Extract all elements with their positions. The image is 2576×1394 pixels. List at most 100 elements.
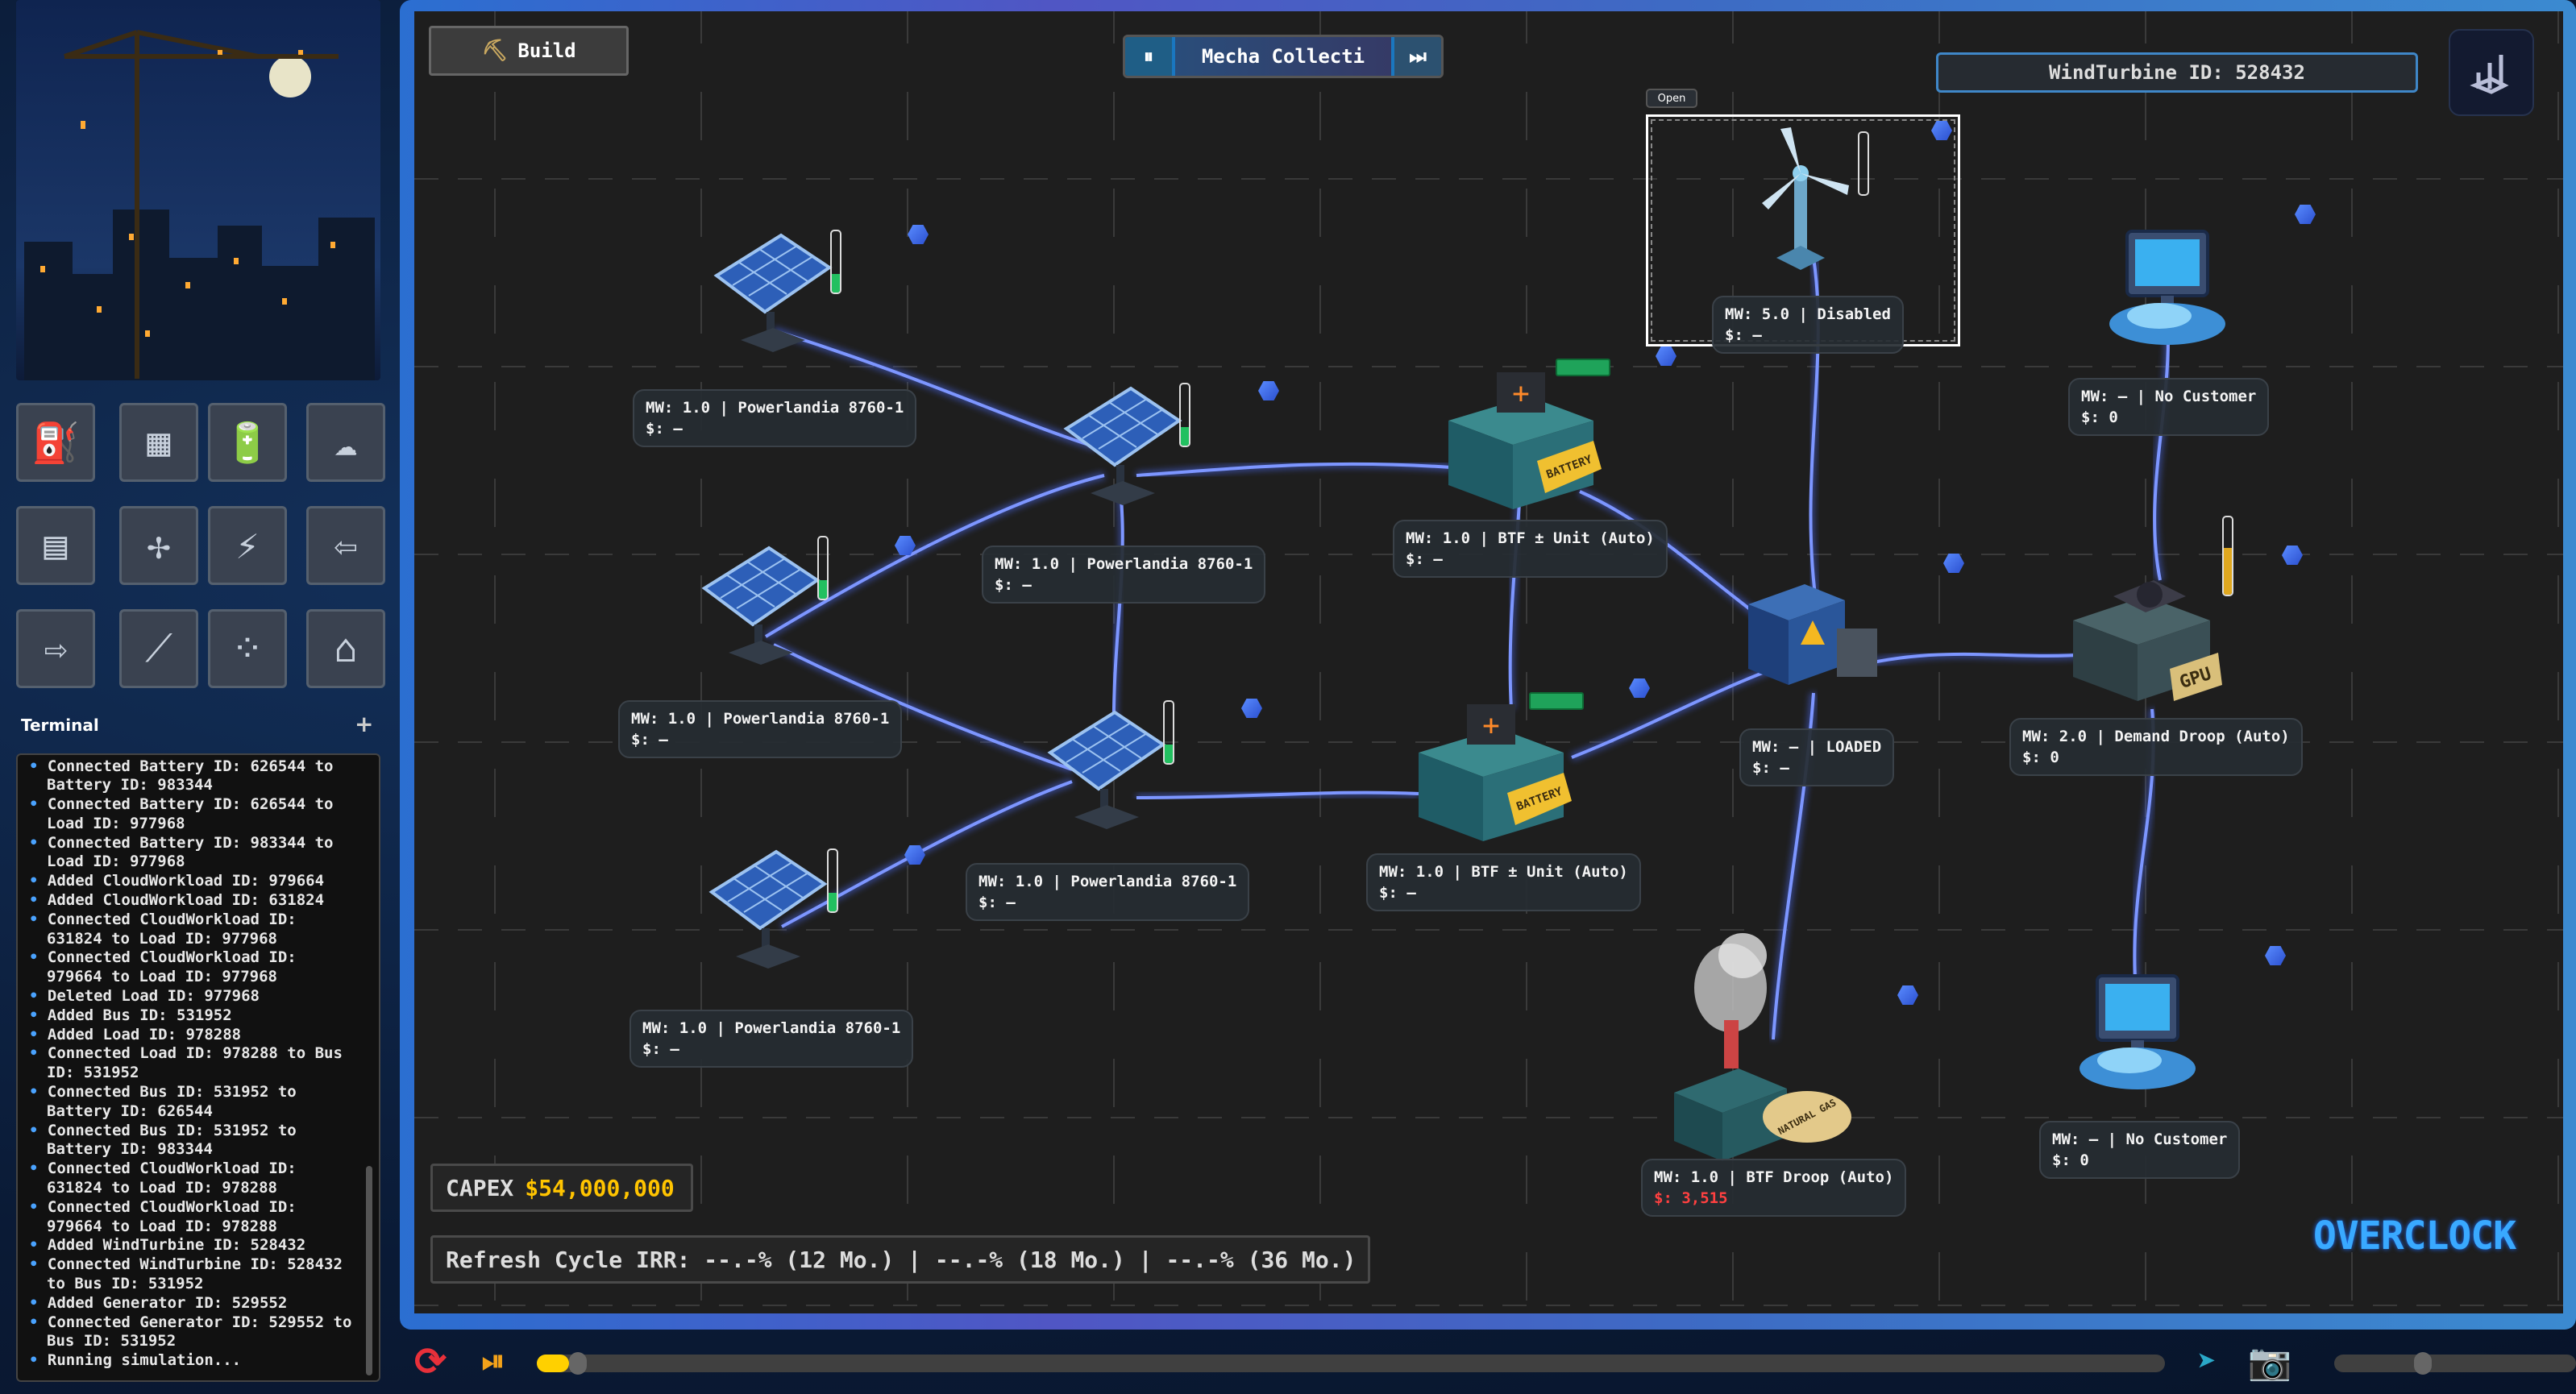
battery2-label: MW: 1.0 | BTF ± Unit (Auto) $: –	[1366, 853, 1641, 911]
node-revenue: $: 3,515	[1654, 1189, 1728, 1207]
wire[interactable]	[1571, 667, 1774, 759]
node-revenue: $: –	[1379, 884, 1416, 902]
terminal-title: Terminal	[21, 716, 99, 735]
terminal-line: • Running simulation...	[29, 1351, 242, 1370]
capex-display: CAPEX $54,000,000	[430, 1164, 693, 1212]
terminal-line: • Connected Bus ID: 531952 to Battery ID…	[29, 1083, 297, 1120]
tool-landscape[interactable]: ⌂	[306, 609, 385, 688]
node-status: MW: 1.0 | Powerlandia 8760-1	[642, 1019, 901, 1037]
bus-label: MW: – | LOADED$: –	[1739, 728, 1895, 786]
wire[interactable]	[1579, 490, 1767, 622]
reset-icon[interactable]: ⟳	[413, 1339, 447, 1384]
solar4-node[interactable]	[1026, 696, 1171, 833]
terminal-line: • Connected Battery ID: 983344 to Load I…	[29, 833, 334, 871]
tool-gas-generator[interactable]: ⛽	[16, 403, 95, 482]
connection-port[interactable]	[1629, 678, 1650, 698]
node-revenue: $: –	[646, 420, 683, 438]
wire[interactable]	[2153, 338, 2170, 581]
wind-node[interactable]	[1744, 121, 1857, 274]
tool-network[interactable]: ⁘	[208, 609, 287, 688]
cloud1-node[interactable]	[2103, 223, 2232, 352]
node-revenue: $: –	[642, 1040, 679, 1058]
build-button[interactable]: ⛏ Build	[429, 26, 629, 76]
wire[interactable]	[1861, 652, 2088, 666]
gpu-node[interactable]: GPU	[2057, 556, 2234, 709]
tool-connect-line[interactable]: ⟋	[119, 609, 198, 688]
terminal-line: • Added Load ID: 978288	[29, 1025, 242, 1043]
connection-port[interactable]	[908, 225, 929, 244]
camera-icon[interactable]: 📷	[2247, 1342, 2292, 1383]
overclock-logo: OVERCLOCK	[2313, 1214, 2516, 1259]
level-gauge	[817, 536, 829, 600]
fast-speed-icon[interactable]: ➤	[2196, 1343, 2217, 1380]
wire[interactable]	[764, 474, 1105, 638]
tool-transmission-tower-in[interactable]: ⇦	[306, 506, 385, 585]
wire[interactable]	[1136, 790, 1419, 799]
node-status: MW: 1.0 | BTF ± Unit (Auto)	[1406, 529, 1655, 547]
speed-slider[interactable]	[2334, 1352, 2576, 1375]
wire[interactable]	[773, 643, 1073, 771]
open-button[interactable]: Open	[1646, 89, 1697, 108]
battery-charge-bar	[1556, 359, 1610, 376]
terminal-log[interactable]: • Connected Battery ID: 626544 to Batter…	[16, 753, 380, 1382]
cloud2-node[interactable]	[2073, 968, 2202, 1097]
timeline-slider[interactable]	[537, 1352, 2165, 1375]
tool-transmission-tower-out[interactable]: ⇨	[16, 609, 95, 688]
terminal-add-button[interactable]: +	[355, 711, 374, 737]
connection-port[interactable]	[1258, 381, 1279, 400]
tool-cloud-workload[interactable]: ☁	[306, 403, 385, 482]
battery1-label: MW: 1.0 | BTF ± Unit (Auto)$: –	[1393, 520, 1668, 578]
node-status: MW: 5.0 | Disabled	[1725, 305, 1891, 323]
wind-turbine-icon: ✢	[147, 523, 171, 568]
solar2-node[interactable]	[1042, 372, 1187, 509]
connection-port[interactable]	[904, 845, 925, 865]
gpu-datacenter-icon	[2073, 580, 2222, 701]
connection-port[interactable]	[895, 536, 916, 555]
fast-forward-button[interactable]: ⏭	[1394, 37, 1441, 76]
terminal-line: • Added Bus ID: 531952	[29, 1006, 232, 1024]
fast-forward-icon: ⏭	[1409, 45, 1427, 68]
tool-transformer[interactable]: ⚡	[208, 506, 287, 585]
tool-battery[interactable]: 🔋	[208, 403, 287, 482]
solar5-node[interactable]	[688, 836, 833, 973]
level-gauge	[2222, 516, 2233, 596]
terminal-line: • Connected CloudWorkload ID: 631824 to …	[29, 1160, 297, 1197]
pause-button[interactable]: ⏸	[1125, 37, 1172, 76]
node-revenue: $: –	[631, 731, 668, 749]
transmission-tower-in-icon: ⇦	[334, 523, 358, 568]
play-pause-icon[interactable]: ⏯	[481, 1345, 505, 1378]
wire[interactable]	[781, 780, 1073, 928]
terminal-line: • Deleted Load ID: 977968	[29, 987, 260, 1006]
cloud2-label: MW: – | No Customer$: 0	[2039, 1121, 2241, 1179]
build-label: Build	[517, 39, 576, 62]
slider-thumb[interactable]	[569, 1352, 588, 1375]
cloud-workload-icon	[2109, 230, 2225, 345]
gas-node[interactable]: NATURAL GAS	[1666, 931, 1859, 1173]
terminal-line: • Connected Load ID: 978288 to Bus ID: 5…	[29, 1044, 343, 1082]
solar3-node[interactable]	[680, 532, 825, 669]
terminal-scrollbar[interactable]	[366, 1166, 372, 1375]
solar1-node[interactable]	[692, 219, 837, 356]
tool-gpu[interactable]: ▦	[119, 403, 198, 482]
node-status: MW: 1.0 | Powerlandia 8760-1	[646, 399, 904, 417]
slider-thumb[interactable]	[2414, 1352, 2432, 1375]
battery1-node[interactable]: +BATTERY	[1432, 364, 1610, 517]
scenario-name[interactable]: Mecha Collecti	[1172, 37, 1394, 76]
solar-panel-icon	[701, 546, 821, 665]
battery2-node[interactable]: +BATTERY	[1402, 696, 1580, 849]
stats-button[interactable]	[2449, 29, 2534, 116]
gas-generator-icon	[1674, 933, 1851, 1161]
node-status: MW: 1.0 | BTF ± Unit (Auto)	[1379, 863, 1628, 881]
connection-port[interactable]	[1241, 699, 1262, 718]
node-status: MW: – | LOADED	[1752, 738, 1882, 756]
tool-wind-turbine[interactable]: ✢	[119, 506, 198, 585]
node-revenue: $: –	[978, 894, 1016, 911]
solar5-label: MW: 1.0 | Powerlandia 8760-1 $: –	[629, 1010, 914, 1068]
tool-solar-panel[interactable]: ▤	[16, 506, 95, 585]
wire[interactable]	[773, 329, 1097, 449]
wire[interactable]	[1136, 462, 1452, 477]
bus-node[interactable]	[1732, 572, 1885, 693]
level-gauge	[830, 230, 841, 294]
wire[interactable]	[1111, 491, 1124, 734]
